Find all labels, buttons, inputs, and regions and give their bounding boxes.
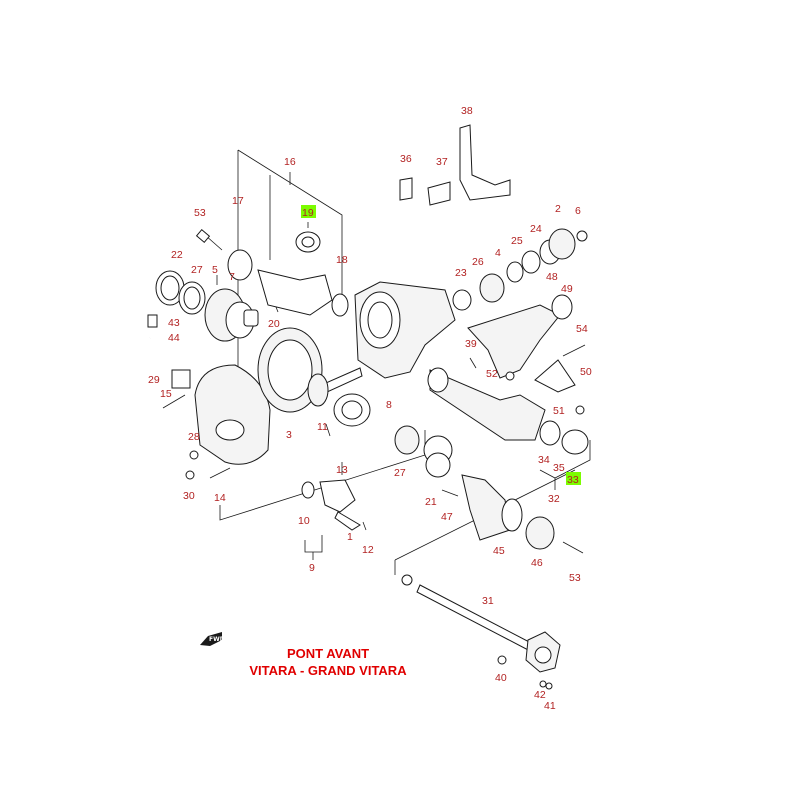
- part-label-33: 33: [567, 474, 579, 486]
- part-label-16: 16: [284, 156, 296, 168]
- svg-text:FWD: FWD: [209, 636, 225, 643]
- highlight-33: [566, 472, 581, 485]
- part-label-5: 5: [212, 264, 218, 276]
- part-label-19: 19: [302, 207, 314, 219]
- part-label-46: 46: [531, 557, 543, 569]
- part-label-30: 30: [183, 490, 195, 502]
- forward-arrow-icon: FWD: [200, 632, 225, 646]
- part-label-14: 14: [214, 492, 226, 504]
- part-label-7: 7: [229, 271, 235, 283]
- right-upper-assembly: [399, 124, 588, 415]
- part-label-3: 3: [286, 429, 292, 441]
- axle-housing: [394, 367, 589, 554]
- part-label-24: 24: [530, 223, 542, 235]
- diagram-title-line2: VITARA - GRAND VITARA: [249, 663, 407, 678]
- part-label-34: 34: [538, 454, 550, 466]
- part-label-9: 9: [309, 562, 315, 574]
- part-label-32: 32: [548, 493, 560, 505]
- gear-assembly: [257, 231, 371, 531]
- part-label-6: 6: [575, 205, 581, 217]
- part-label-41: 41: [544, 700, 556, 712]
- part-label-26: 26: [472, 256, 484, 268]
- part-label-28: 28: [188, 431, 200, 443]
- part-label-11: 11: [317, 421, 328, 433]
- part-label-22: 22: [171, 249, 183, 261]
- part-label-15: 15: [160, 388, 172, 400]
- part-label-42: 42: [534, 689, 546, 701]
- part-label-25: 25: [511, 235, 523, 247]
- part-label-13: 13: [336, 464, 348, 476]
- part-label-51: 51: [553, 405, 565, 417]
- part-label-40: 40: [495, 672, 507, 684]
- part-label-29: 29: [148, 374, 160, 386]
- part-label-23: 23: [455, 267, 467, 279]
- part-label-31: 31: [482, 595, 494, 607]
- part-label-10: 10: [298, 515, 310, 527]
- diagram-title-line1: PONT AVANT: [287, 646, 369, 661]
- part-label-54: 54: [576, 323, 588, 335]
- part-label-43: 43: [168, 317, 180, 329]
- drive-shaft: [401, 574, 561, 690]
- part-labels: 1 2 3 4 5 6 7 8 9 10 11 12 13 14 15 16 1…: [148, 105, 592, 712]
- part-label-2: 2: [555, 203, 561, 215]
- part-label-12: 12: [362, 544, 374, 556]
- part-label-17: 17: [232, 195, 244, 207]
- part-label-35: 35: [553, 462, 565, 474]
- part-label-39: 39: [465, 338, 477, 350]
- left-assembly: [147, 229, 271, 480]
- part-label-20: 20: [268, 318, 280, 330]
- part-label-53b: 53: [569, 572, 581, 584]
- part-label-18: 18: [336, 254, 348, 266]
- part-label-49: 49: [561, 283, 573, 295]
- part-label-45: 45: [493, 545, 505, 557]
- part-label-1: 1: [347, 531, 353, 543]
- part-label-44: 44: [168, 332, 180, 344]
- part-label-38: 38: [461, 105, 473, 117]
- part-label-36: 36: [400, 153, 412, 165]
- center-housing: [354, 281, 456, 379]
- part-label-21: 21: [425, 496, 437, 508]
- part-label-48: 48: [546, 271, 558, 283]
- part-label-27b: 27: [394, 467, 406, 479]
- part-label-37: 37: [436, 156, 448, 168]
- part-label-4: 4: [495, 247, 501, 259]
- part-label-8: 8: [386, 399, 392, 411]
- part-label-52: 52: [486, 368, 498, 380]
- part-label-27a: 27: [191, 264, 203, 276]
- part-label-53a: 53: [194, 207, 206, 219]
- part-label-47: 47: [441, 511, 453, 523]
- part-label-50: 50: [580, 366, 592, 378]
- highlight-19: [301, 205, 316, 218]
